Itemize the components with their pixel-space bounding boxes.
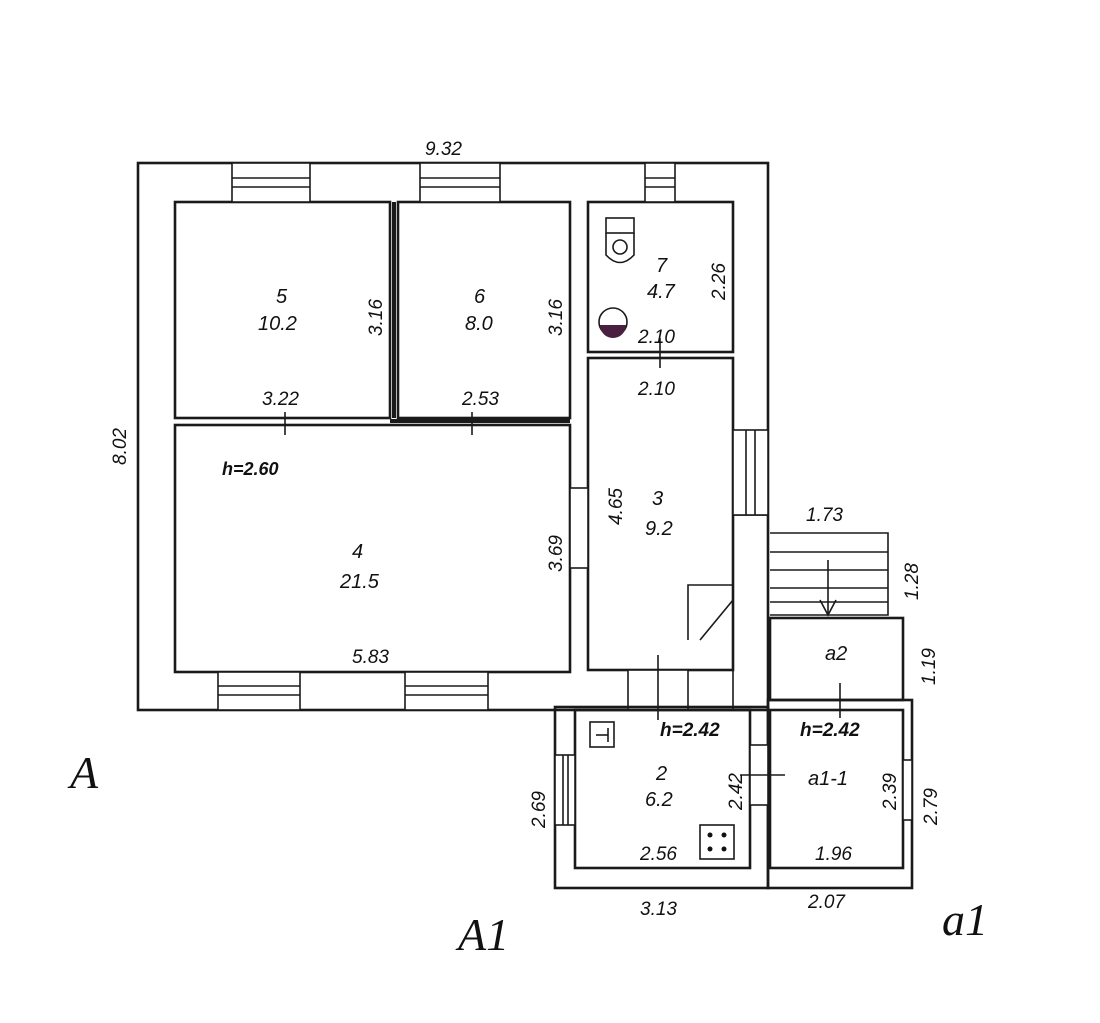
room-4-number: 4	[352, 541, 363, 563]
main-house-walls	[136, 161, 770, 712]
entry-stairs	[687, 532, 889, 641]
room-6-number: 6	[474, 286, 486, 308]
annex-height: h=2.42	[660, 720, 720, 741]
room-4-depth: 3.69	[546, 535, 567, 572]
room-5-depth: 3.16	[366, 299, 387, 336]
room-3-depth: 4.65	[606, 488, 627, 525]
overall-width: 9.32	[425, 139, 462, 160]
room-3-width: 2.10	[637, 379, 675, 400]
room-3-number: 3	[652, 488, 663, 510]
overall-depth: 8.02	[110, 428, 131, 465]
room-4-area: 21.5	[339, 571, 380, 593]
room-5-width: 3.22	[262, 389, 299, 410]
room-a1-1-label: a1-1	[808, 768, 848, 790]
main-height: h=2.60	[222, 459, 279, 479]
room-5-area: 10.2	[258, 313, 297, 335]
veranda-height: h=2.42	[800, 720, 860, 741]
room-2-number: 2	[655, 763, 667, 785]
section-label-veranda: a1	[942, 894, 988, 945]
section-label-a: A	[67, 747, 99, 798]
room-a1-1-width: 1.96	[815, 844, 852, 865]
heater-icon	[589, 721, 615, 748]
room-2-depth: 2.42	[726, 773, 747, 811]
room-6-width: 2.53	[461, 389, 499, 410]
room-5-number: 5	[276, 286, 288, 308]
room-a2-depth: 1.19	[919, 648, 940, 685]
room-7-depth: 2.26	[709, 263, 730, 301]
room-4-width: 5.83	[352, 647, 389, 668]
annex-outer-depth: 2.69	[529, 791, 550, 829]
section-label-a1: A1	[455, 909, 509, 960]
fixtures	[284, 217, 841, 860]
room-6-depth: 3.16	[546, 299, 567, 336]
room-7-area: 4.7	[647, 281, 676, 303]
room-2-width: 2.56	[639, 844, 677, 865]
windows	[217, 162, 769, 711]
stairs-width: 1.73	[806, 505, 843, 526]
room-3-area: 9.2	[645, 518, 673, 540]
toilet-icon	[605, 217, 635, 264]
room-a1-1-depth: 2.39	[880, 773, 901, 811]
room-7-number: 7	[656, 255, 668, 277]
room-6-area: 8.0	[465, 313, 493, 335]
annex-outer-width: 3.13	[640, 899, 677, 920]
veranda-outer-width: 2.07	[807, 892, 846, 913]
sink-icon	[598, 307, 628, 338]
stove-icon	[699, 824, 735, 860]
room-7-width: 2.10	[637, 327, 675, 348]
room-2-area: 6.2	[645, 789, 673, 811]
veranda-outer-depth: 2.79	[921, 788, 942, 826]
room-a2-label: a2	[825, 643, 847, 665]
stairs-depth: 1.28	[902, 563, 923, 600]
